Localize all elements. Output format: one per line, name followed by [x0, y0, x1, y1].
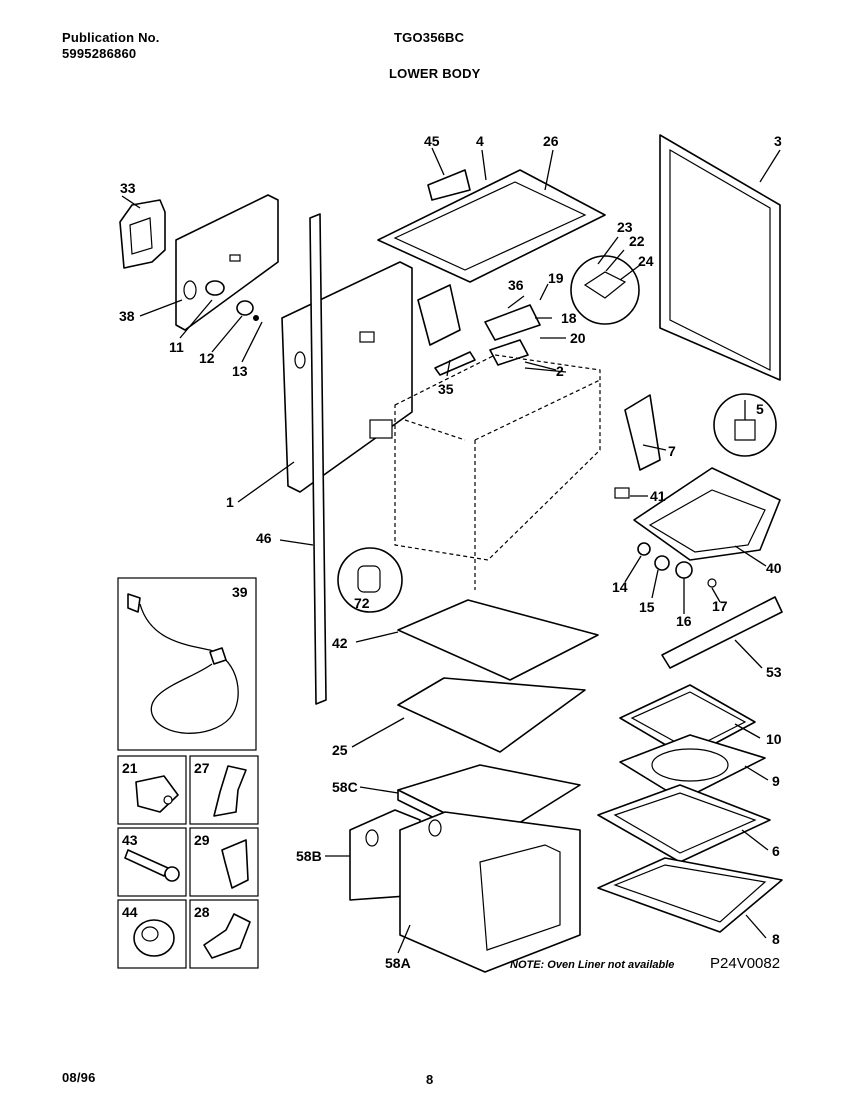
oven-cavity-outline [394, 354, 601, 590]
part-33-bracket [119, 195, 166, 269]
part-1-side-frame [237, 261, 413, 503]
callout-53: 53 [766, 664, 782, 680]
part-25-baffle [351, 677, 586, 753]
callout-23: 23 [617, 219, 633, 235]
part-3-door-panel [659, 134, 781, 381]
callout-20: 20 [570, 330, 586, 346]
callout-33: 33 [120, 180, 136, 196]
callout-25: 25 [332, 742, 348, 758]
callout-18: 18 [561, 310, 577, 326]
callout-6: 6 [772, 843, 780, 859]
drawing-code: P24V0082 [710, 955, 780, 972]
callout-27: 27 [194, 760, 210, 776]
callout-19: 19 [548, 270, 564, 286]
part-9-broiler-pan [619, 734, 769, 801]
page-number: 8 [426, 1072, 434, 1087]
publication-number: 5995286860 [62, 46, 137, 61]
callout-44: 44 [122, 904, 138, 920]
callout-9: 9 [772, 773, 780, 789]
footer-date: 08/96 [62, 1070, 96, 1085]
callout-43: 43 [122, 832, 138, 848]
callout-42: 42 [332, 635, 348, 651]
callout-3: 3 [774, 133, 782, 149]
part-22-23-24-detail [570, 236, 641, 325]
callout-labels: 33 38 11 12 13 1 46 45 4 26 3 23 22 24 1… [119, 133, 782, 971]
callout-2: 2 [556, 363, 564, 379]
callout-58a: 58A [385, 955, 411, 971]
callout-41: 41 [650, 488, 666, 504]
part-58a-insulation [397, 811, 581, 973]
inset-44-grommet [117, 899, 187, 969]
callout-22: 22 [629, 233, 645, 249]
inset-28-clip [189, 899, 259, 969]
oven-liner-note: NOTE: Oven Liner not available [510, 959, 674, 971]
model-number: TGO356BC [394, 30, 465, 45]
callout-13: 13 [232, 363, 248, 379]
callout-7: 7 [668, 443, 676, 459]
part-4-top-plate [377, 147, 606, 283]
inset-27-clip [189, 755, 259, 825]
callout-45: 45 [424, 133, 440, 149]
publication-label: Publication No. [62, 30, 160, 45]
callout-58b: 58B [296, 848, 322, 864]
part-40-burner-box [633, 467, 781, 567]
callout-1: 1 [226, 494, 234, 510]
inset-43-screw [117, 827, 187, 897]
part-14-15-16-17-fittings [624, 542, 721, 614]
callout-16: 16 [676, 613, 692, 629]
callout-12: 12 [199, 350, 215, 366]
callout-72: 72 [354, 595, 370, 611]
callout-11: 11 [169, 339, 184, 355]
section-title: LOWER BODY [389, 66, 481, 81]
part-53-rail [661, 596, 783, 669]
part-6-oven-rack [597, 784, 771, 863]
part-72-detail [337, 547, 403, 613]
callout-21: 21 [122, 760, 138, 776]
part-35-36-18-burner-parts [417, 283, 566, 377]
callout-15: 15 [639, 599, 655, 615]
callout-29: 29 [194, 832, 210, 848]
callout-4: 4 [476, 133, 484, 149]
callout-17: 17 [712, 598, 728, 614]
callout-36: 36 [508, 277, 524, 293]
part-38-side-panel [139, 194, 279, 331]
part-5-leveling-leg [713, 393, 777, 457]
callout-38: 38 [119, 308, 135, 324]
callout-39: 39 [232, 584, 248, 600]
inset-39-power-cord [117, 577, 257, 751]
callout-46: 46 [256, 530, 272, 546]
part-7-41-brackets [614, 394, 667, 499]
callout-58c: 58C [332, 779, 358, 795]
inset-29-clip [189, 827, 259, 897]
callout-40: 40 [766, 560, 782, 576]
inset-21-clip [117, 755, 187, 825]
callout-8: 8 [772, 931, 780, 947]
part-46-trim-strip [279, 213, 327, 705]
callout-5: 5 [756, 401, 764, 417]
part-42-oven-bottom [355, 599, 599, 681]
callout-10: 10 [766, 731, 782, 747]
callout-14: 14 [612, 579, 628, 595]
callout-35: 35 [438, 381, 454, 397]
part-8-drawer-liner [597, 857, 783, 939]
callout-26: 26 [543, 133, 559, 149]
callout-28: 28 [194, 904, 210, 920]
callout-24: 24 [638, 253, 654, 269]
part-10-broiler-grid [619, 684, 761, 759]
part-11-12-13-valve [179, 280, 263, 363]
